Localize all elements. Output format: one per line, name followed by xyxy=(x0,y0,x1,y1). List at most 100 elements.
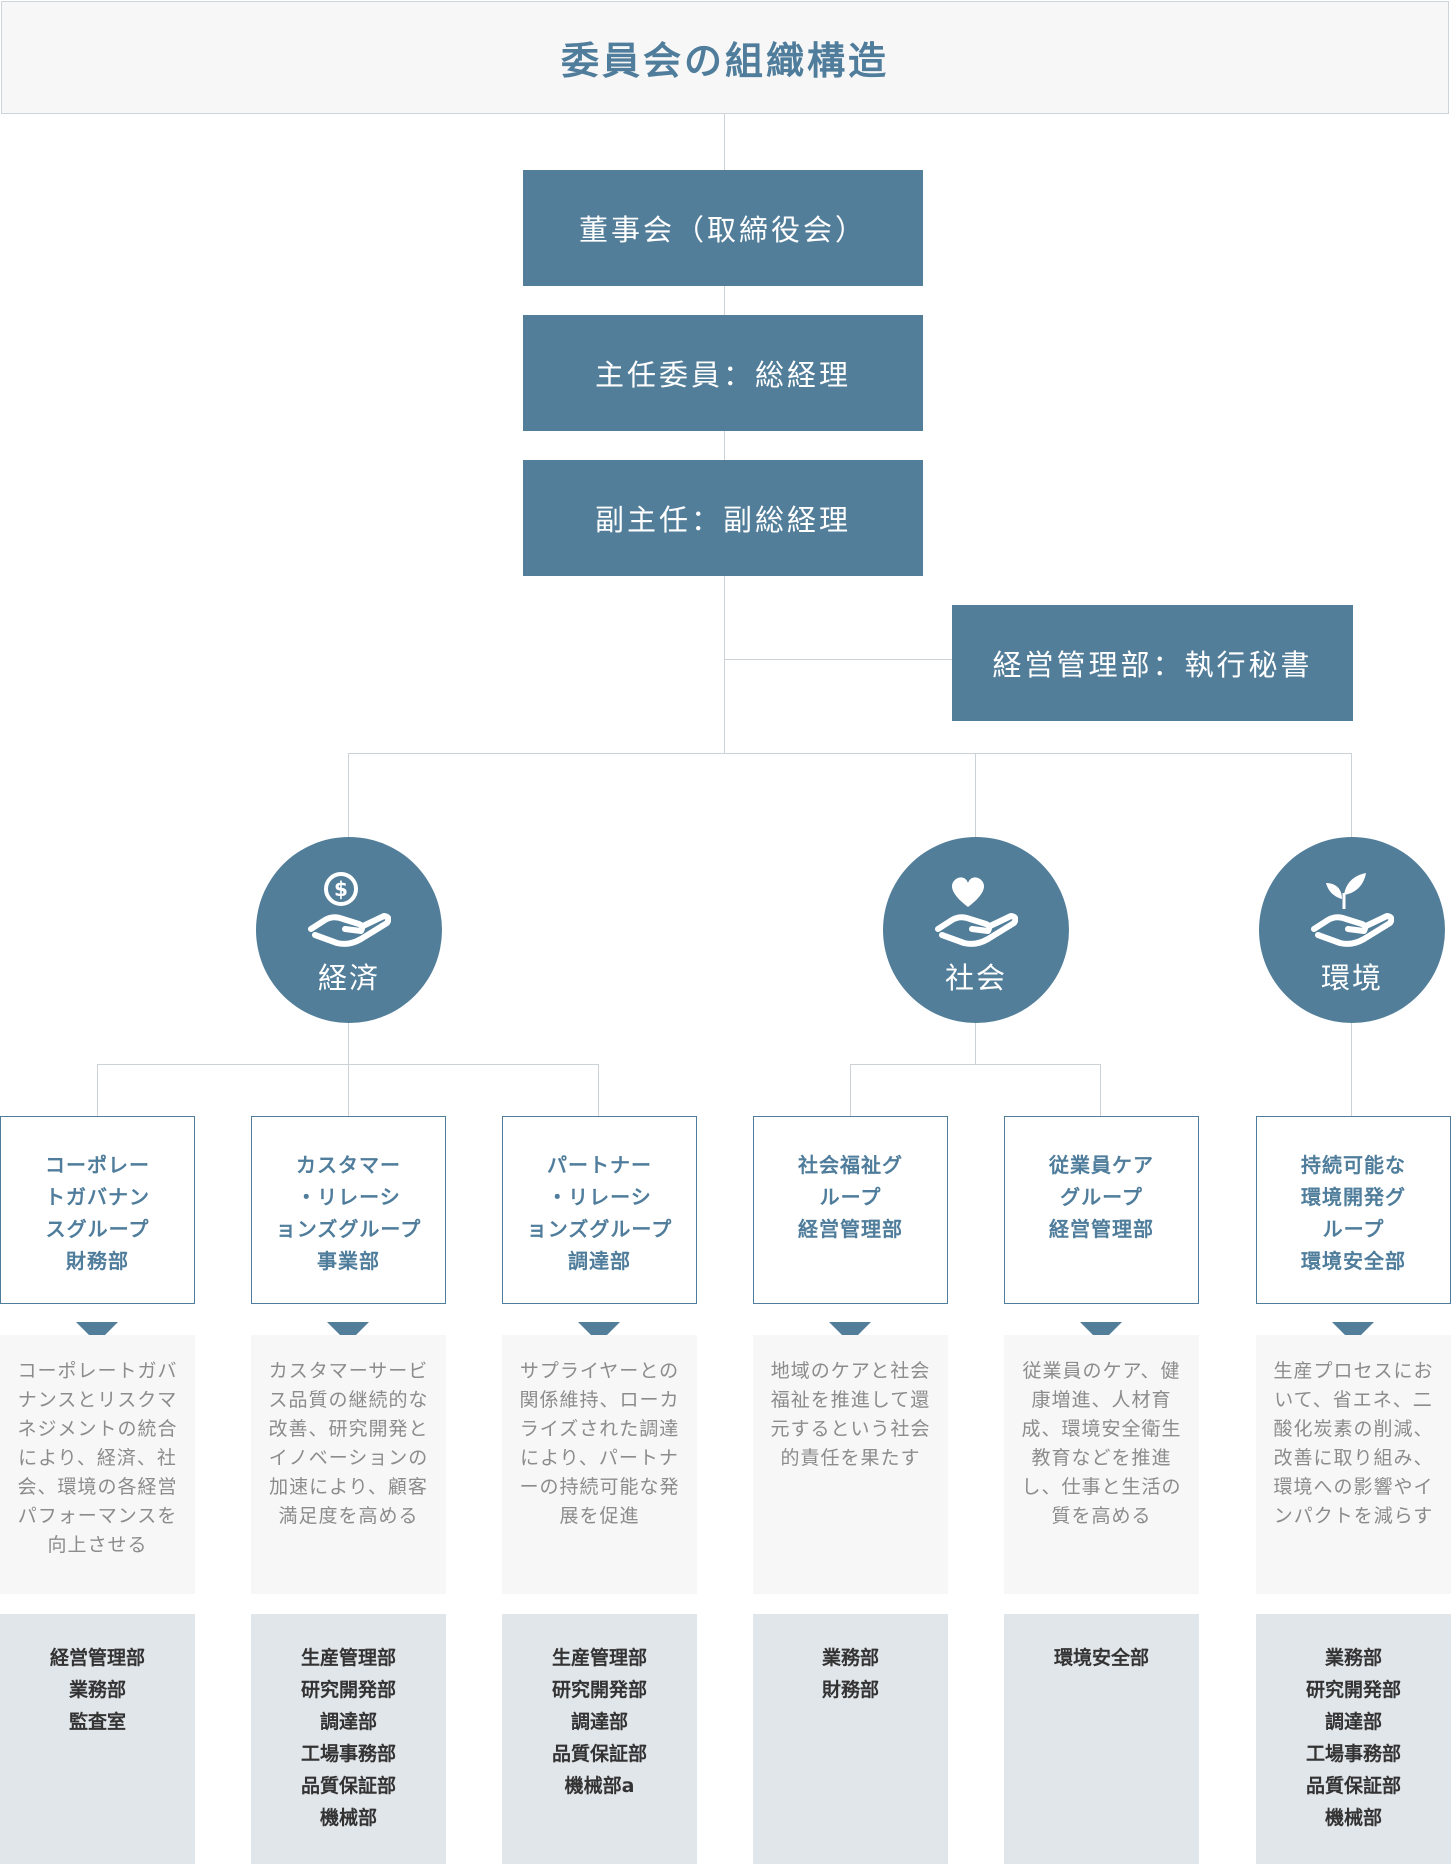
description-line: により、経済、社 xyxy=(18,1447,177,1469)
description-line: 福祉を推進して還 xyxy=(770,1389,931,1411)
department-item: 業務部 xyxy=(68,1679,126,1701)
department-item: 経営管理部 xyxy=(49,1647,145,1669)
department-item: 監査室 xyxy=(68,1711,126,1733)
connector-line xyxy=(598,1064,599,1116)
description-line: 地域のケアと社会 xyxy=(770,1360,931,1382)
vice-chair-box: 副主任：副総経理 xyxy=(523,460,923,576)
hand-coin-icon: $ xyxy=(308,872,391,947)
department-item: 業務部 xyxy=(1324,1647,1382,1669)
department-item: 生産管理部 xyxy=(300,1647,396,1669)
connector-line xyxy=(1100,1064,1101,1116)
group-name-line: 財務部 xyxy=(66,1249,129,1273)
connector-line xyxy=(97,1064,98,1116)
group-name-line: パートナー xyxy=(547,1153,652,1177)
group-box: 社会福祉グループ経営管理部 xyxy=(753,1116,948,1304)
department-item: 品質保証部 xyxy=(300,1775,396,1797)
description-line: 会、環境の各経営 xyxy=(17,1476,178,1498)
description-line: 改善に取り組み、 xyxy=(1273,1447,1434,1469)
svg-text:$: $ xyxy=(334,877,348,901)
connector-line xyxy=(348,1022,349,1065)
department-item: 工場事務部 xyxy=(300,1743,396,1765)
description-line: 従業員のケア、健 xyxy=(1022,1360,1181,1382)
department-item: 品質保証部 xyxy=(551,1743,647,1765)
description-line: 教育などを推進 xyxy=(1031,1447,1172,1469)
description-line: パフォーマンスを xyxy=(17,1505,178,1527)
description-line: により、パートナ xyxy=(520,1447,679,1469)
description-line: 満足度を高める xyxy=(278,1505,419,1527)
connector-line xyxy=(1351,1022,1352,1116)
description-line: 関係維持、ローカ xyxy=(519,1389,680,1411)
group-name-line: 調達部 xyxy=(568,1249,631,1273)
description-line: コーポレートガバ xyxy=(17,1360,178,1382)
group-name-line: 環境開発グ xyxy=(1301,1185,1406,1209)
department-item: 工場事務部 xyxy=(1305,1743,1401,1765)
group-box: パートナー・リレーションズグループ調達部 xyxy=(502,1116,697,1304)
connector-line xyxy=(850,1064,851,1116)
group-name-line: コーポレー xyxy=(45,1153,150,1177)
pillar-environment: 環境 xyxy=(1259,837,1445,1023)
pillar-economy: $ 経済 xyxy=(256,837,442,1023)
page-title-bar: 委員会の組織構造 xyxy=(1,1,1449,114)
connector-line xyxy=(850,1064,1101,1065)
secretary-label: 経営管理部：執行秘書 xyxy=(992,648,1313,682)
description-line: 加速により、顧客 xyxy=(269,1476,428,1498)
secretary-box: 経営管理部：執行秘書 xyxy=(952,605,1353,721)
department-list: 業務部研究開発部調達部工場事務部品質保証部機械部 xyxy=(1256,1614,1451,1864)
description-line: 酸化炭素の削減、 xyxy=(1273,1418,1434,1440)
department-list: 生産管理部研究開発部調達部工場事務部品質保証部機械部 xyxy=(251,1614,446,1864)
description-line: 改善、研究開発と xyxy=(268,1418,429,1440)
board-label: 董事会（取締役会） xyxy=(578,213,867,247)
pillar-economy-label: 経済 xyxy=(317,961,380,995)
description-line: カスタマーサービ xyxy=(268,1360,429,1382)
group-name-line: 事業部 xyxy=(317,1249,380,1273)
description-line: 元するという社会 xyxy=(770,1418,931,1440)
department-item: 財務部 xyxy=(821,1679,879,1701)
group-description: サプライヤーとの関係維持、ローカライズされた調達により、パートナーの持続可能な発… xyxy=(502,1335,697,1594)
pillar-society: 社会 xyxy=(883,837,1069,1023)
board-box: 董事会（取締役会） xyxy=(523,170,923,286)
description-line: ライズされた調達 xyxy=(519,1418,680,1440)
department-item: 機械部a xyxy=(564,1775,635,1797)
description-line: 康増進、人材育 xyxy=(1031,1389,1172,1411)
group-description: 従業員のケア、健康増進、人材育成、環境安全衛生教育などを推進し、仕事と生活の質を… xyxy=(1004,1335,1199,1594)
department-item: 調達部 xyxy=(570,1711,628,1733)
group-name-line: ループ xyxy=(1322,1217,1385,1241)
group-box: カスタマー・リレーションズグループ事業部 xyxy=(251,1116,446,1304)
group-name-line: 従業員ケア xyxy=(1049,1153,1154,1177)
group-name-line: 経営管理部 xyxy=(1049,1217,1154,1241)
group-name-line: ョンズグループ xyxy=(526,1217,673,1241)
hand-leaf-icon xyxy=(1311,873,1394,947)
description-line: イノベーションの xyxy=(268,1447,429,1469)
group-box: 従業員ケアグループ経営管理部 xyxy=(1004,1116,1199,1304)
connector-line xyxy=(1351,753,1352,837)
group-box: コーポレートガバナンスグループ財務部 xyxy=(0,1116,195,1304)
connector-line xyxy=(724,659,953,660)
group-name-line: グループ xyxy=(1060,1185,1143,1209)
department-list: 環境安全部 xyxy=(1004,1614,1199,1864)
description-line: いて、省エネ、二 xyxy=(1274,1389,1433,1411)
description-line: 生産プロセスにお xyxy=(1273,1360,1434,1382)
department-item: 機械部 xyxy=(1324,1807,1382,1829)
department-item: 品質保証部 xyxy=(1305,1775,1401,1797)
chair-label: 主任委員：総経理 xyxy=(594,358,851,392)
description-line: 的責任を果たす xyxy=(780,1447,921,1469)
connector-line xyxy=(348,753,349,837)
group-description: 地域のケアと社会福祉を推進して還元するという社会的責任を果たす xyxy=(753,1335,948,1594)
description-line: 成、環境安全衛生 xyxy=(1021,1418,1182,1440)
connector-line xyxy=(724,114,725,754)
description-line: ンパクトを減らす xyxy=(1273,1505,1434,1527)
group-description: コーポレートガバナンスとリスクマネジメントの統合により、経済、社会、環境の各経営… xyxy=(0,1335,195,1594)
connector-line xyxy=(348,1064,349,1116)
group-description: カスタマーサービス品質の継続的な改善、研究開発とイノベーションの加速により、顧客… xyxy=(251,1335,446,1594)
description-line: サプライヤーとの xyxy=(519,1360,680,1382)
department-item: 研究開発部 xyxy=(1305,1679,1401,1701)
department-item: 調達部 xyxy=(319,1711,377,1733)
department-item: 生産管理部 xyxy=(551,1647,647,1669)
connector-line xyxy=(975,753,976,837)
department-item: 業務部 xyxy=(821,1647,879,1669)
group-name-line: カスタマー xyxy=(296,1153,401,1177)
department-item: 環境安全部 xyxy=(1053,1647,1149,1669)
department-item: 研究開発部 xyxy=(300,1679,396,1701)
group-name-line: トガバナン xyxy=(45,1185,150,1209)
group-box: 持続可能な環境開発グループ環境安全部 xyxy=(1256,1116,1451,1304)
